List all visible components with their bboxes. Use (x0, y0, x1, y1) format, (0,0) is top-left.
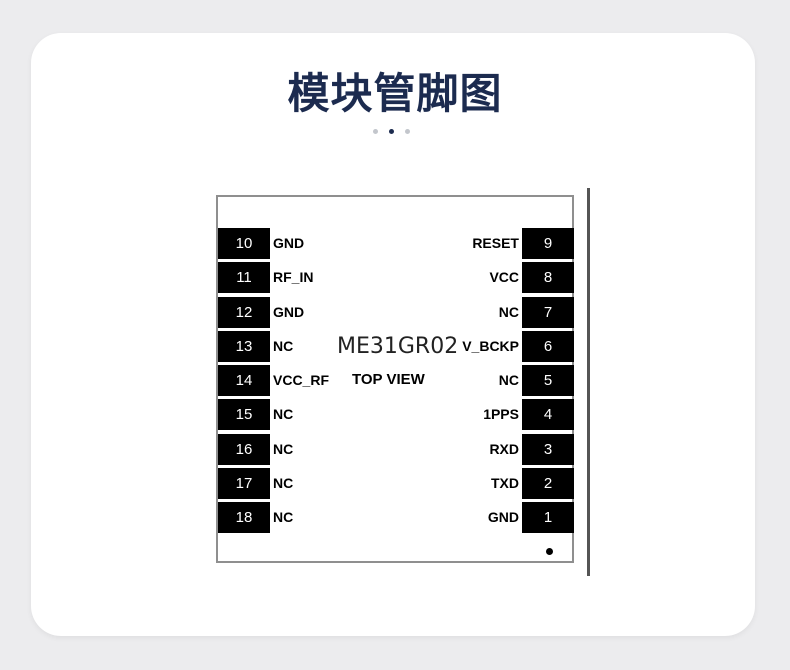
pin-number-7: 7 (522, 297, 574, 328)
pin-number-13: 13 (218, 331, 270, 362)
pin-signal-2: TXD (491, 475, 519, 491)
pin-signal-9: RESET (472, 235, 519, 251)
pin-signal-17: NC (273, 475, 294, 491)
page-title: 模块管脚图 (287, 69, 503, 118)
pin-signal-3: RXD (489, 441, 519, 457)
pin-number-2: 2 (522, 468, 574, 499)
pin-signal-18: NC (273, 509, 294, 525)
pin-signal-12: GND (273, 304, 305, 320)
pin-number-16: 16 (218, 434, 270, 465)
pin-signal-10: GND (273, 235, 305, 251)
pin-number-3: 3 (522, 434, 574, 465)
pin-signal-13: NC (273, 338, 294, 354)
pin-number-14: 14 (218, 365, 270, 396)
pin-number-1: 1 (522, 502, 574, 533)
module-edge-line (587, 188, 590, 576)
pin-signal-7: NC (498, 304, 519, 320)
pin-signal-5: NC (498, 372, 519, 388)
pin-signal-6: V_BCKP (462, 338, 519, 354)
pin-number-4: 4 (522, 399, 574, 430)
pin-number-11: 11 (218, 262, 270, 293)
pin-number-9: 9 (522, 228, 574, 259)
pin-number-15: 15 (218, 399, 270, 430)
module-outline (216, 195, 574, 563)
pagination-dot[interactable] (405, 129, 410, 134)
top-view-label: TOP VIEW (352, 371, 425, 388)
pin-signal-4: 1PPS (483, 406, 519, 422)
pagination-dot[interactable] (373, 129, 378, 134)
pagination-dot[interactable] (389, 129, 394, 134)
pin-number-12: 12 (218, 297, 270, 328)
pin-signal-8: VCC (489, 269, 519, 285)
pin-signal-1: GND (487, 509, 519, 525)
pin1-marker-dot (546, 548, 553, 555)
pin-number-6: 6 (522, 331, 574, 362)
pin-number-18: 18 (218, 502, 270, 533)
pin-signal-14: VCC_RF (273, 372, 330, 388)
module-model-label: ME31GR02 (337, 334, 459, 359)
pin-number-10: 10 (218, 228, 270, 259)
pin-number-8: 8 (522, 262, 574, 293)
pin-signal-16: NC (273, 441, 294, 457)
pin-signal-11: RF_IN (273, 269, 314, 285)
pin-number-17: 17 (218, 468, 270, 499)
pin-signal-15: NC (273, 406, 294, 422)
pin-number-5: 5 (522, 365, 574, 396)
